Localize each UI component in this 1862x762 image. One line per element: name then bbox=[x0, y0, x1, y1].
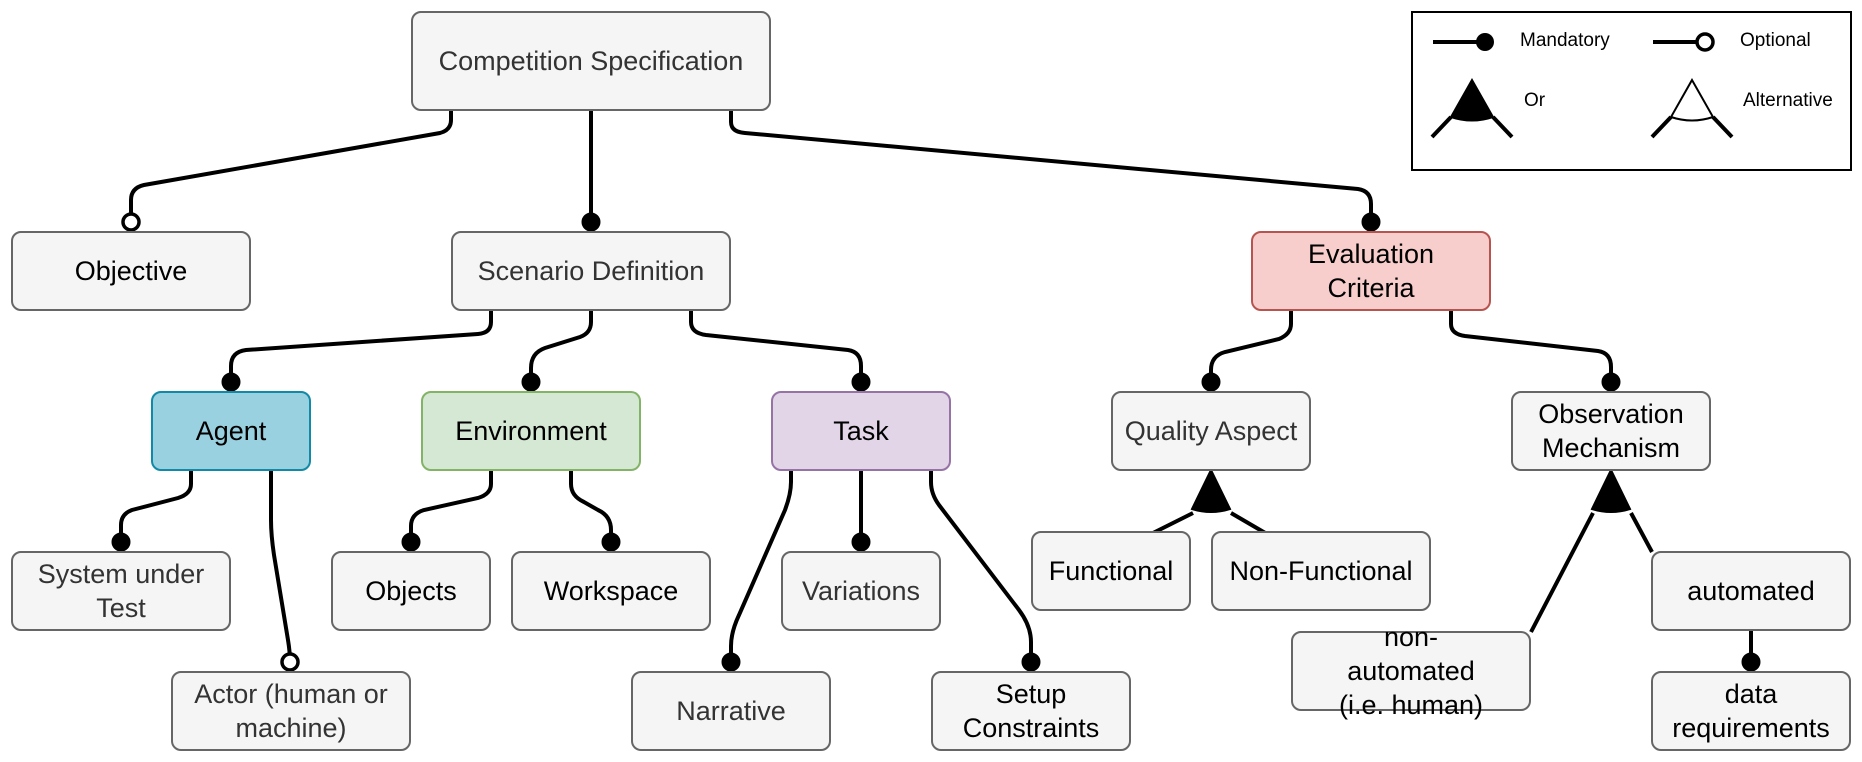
node-functional: Functional bbox=[1031, 531, 1191, 611]
legend-alternative-label: Alternative bbox=[1743, 90, 1833, 111]
legend-optional-label: Optional bbox=[1740, 30, 1811, 51]
mandatory-dot-sut bbox=[111, 532, 131, 552]
node-non-automated: non-automated (i.e. human) bbox=[1291, 622, 1531, 720]
legend-mandatory-dot bbox=[1476, 33, 1494, 51]
node-evaluation-criteria: Evaluation Criteria bbox=[1251, 231, 1491, 311]
node-actor: Actor (human or machine) bbox=[171, 671, 411, 751]
mandatory-dot-scenario bbox=[581, 212, 601, 232]
mandatory-dot-data-requirements bbox=[1741, 652, 1761, 672]
link-sut bbox=[119, 471, 193, 542]
node-agent: Agent bbox=[151, 391, 311, 471]
mandatory-dot-setup bbox=[1021, 652, 1041, 672]
node-environment: Environment bbox=[421, 391, 641, 471]
link-environment bbox=[529, 311, 593, 382]
link-evaluation bbox=[729, 111, 1373, 222]
link-non-automated bbox=[1529, 512, 1595, 633]
legend-alternative-triangle bbox=[1669, 77, 1715, 122]
mandatory-dot-quality bbox=[1201, 372, 1221, 392]
optional-dot-objective bbox=[121, 212, 141, 232]
link-narrative bbox=[729, 471, 793, 662]
link-automated bbox=[1629, 512, 1654, 553]
link-workspace bbox=[569, 471, 613, 542]
node-scenario-definition: Scenario Definition bbox=[451, 231, 731, 311]
legend-mandatory-label: Mandatory bbox=[1520, 30, 1610, 51]
legend: Mandatory Optional Or Alternative bbox=[1411, 11, 1852, 171]
node-data-requirements: data requirements bbox=[1651, 671, 1851, 751]
legend-alt-left bbox=[1650, 115, 1673, 139]
legend-symbols bbox=[1430, 32, 1734, 139]
node-objective: Objective bbox=[11, 231, 251, 311]
node-observation-mechanism: Observation Mechanism bbox=[1511, 391, 1711, 471]
or-triangle-quality bbox=[1190, 467, 1232, 513]
mandatory-dot-environment bbox=[521, 372, 541, 392]
node-task: Task bbox=[771, 391, 951, 471]
mandatory-dot-observation bbox=[1601, 372, 1621, 392]
link-non-functional bbox=[1229, 511, 1269, 536]
legend-optional-dot bbox=[1695, 32, 1715, 52]
node-variations: Variations bbox=[781, 551, 941, 631]
node-non-functional: Non-Functional bbox=[1211, 531, 1431, 611]
link-functional bbox=[1150, 511, 1194, 536]
legend-alt-right bbox=[1711, 115, 1734, 139]
node-setup-constraints: Setup Constraints bbox=[931, 671, 1131, 751]
mandatory-dot-narrative bbox=[721, 652, 741, 672]
link-actor bbox=[269, 471, 292, 663]
link-setup bbox=[929, 471, 1033, 662]
mandatory-dot-agent bbox=[221, 372, 241, 392]
legend-or-label: Or bbox=[1524, 90, 1546, 111]
link-quality bbox=[1209, 311, 1293, 382]
node-objects: Objects bbox=[331, 551, 491, 631]
node-quality-aspect: Quality Aspect bbox=[1111, 391, 1311, 471]
node-competition-specification: Competition Specification bbox=[411, 11, 771, 111]
legend-or-left bbox=[1430, 115, 1453, 139]
link-agent bbox=[229, 311, 493, 382]
node-automated: automated bbox=[1651, 551, 1851, 631]
node-workspace: Workspace bbox=[511, 551, 711, 631]
node-narrative: Narrative bbox=[631, 671, 831, 751]
legend-or-right bbox=[1491, 115, 1514, 139]
mandatory-dot-task bbox=[851, 372, 871, 392]
or-triangle-observation bbox=[1590, 467, 1632, 513]
link-observation bbox=[1449, 311, 1613, 382]
optional-dot-actor bbox=[280, 652, 300, 672]
link-objects bbox=[409, 471, 493, 542]
node-system-under-test: System under Test bbox=[11, 551, 231, 631]
link-task bbox=[689, 311, 863, 382]
mandatory-dot-workspace bbox=[601, 532, 621, 552]
legend-or-triangle bbox=[1449, 77, 1495, 122]
mandatory-dot-variations bbox=[851, 532, 871, 552]
mandatory-dot-evaluation bbox=[1361, 212, 1381, 232]
link-objective bbox=[129, 111, 453, 214]
mandatory-dot-objects bbox=[401, 532, 421, 552]
